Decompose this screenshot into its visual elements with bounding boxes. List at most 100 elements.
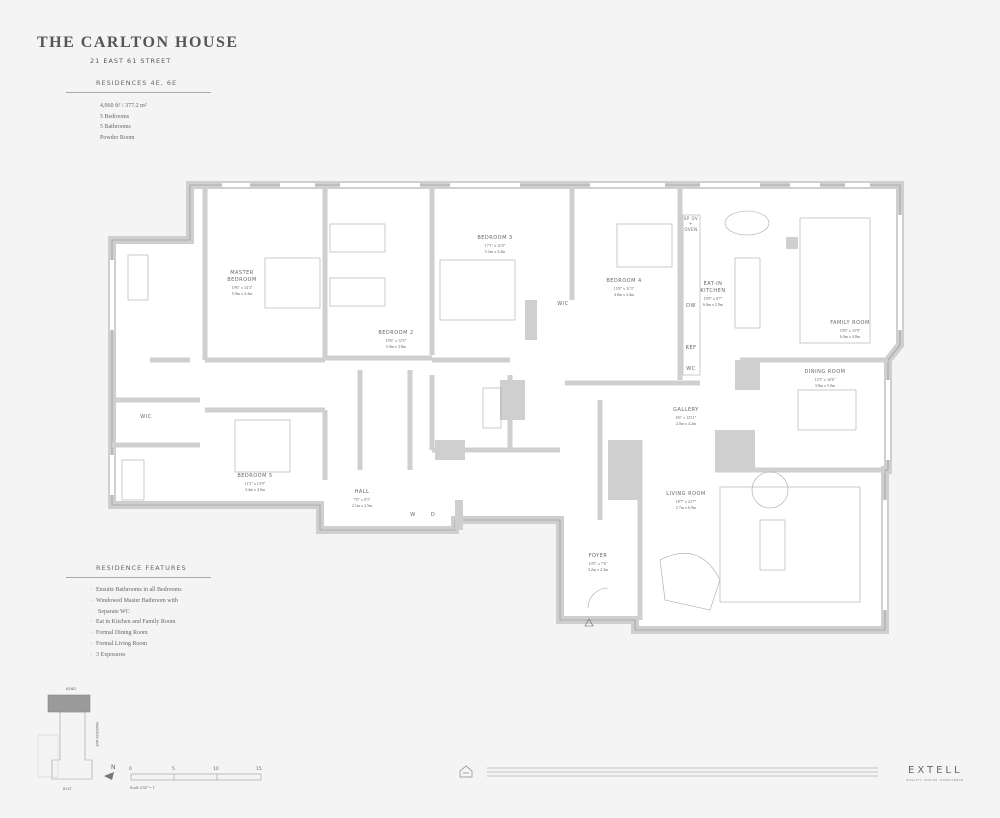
kitchen-dim-metric: 6.0m x 2.9m — [703, 302, 724, 307]
key-plan-highlight — [47, 694, 91, 713]
building-address: 21 EAST 61 STREET — [90, 57, 172, 65]
bedroom-5-dim-metric: 3.4m x 4.0m — [245, 487, 266, 492]
key-plan-avenue: MADISON AVE — [95, 722, 99, 747]
sp-oven-label: SP OV — [684, 216, 699, 221]
north-label: N — [111, 764, 116, 771]
dining-room-dim: 12'5" x 16'6" — [815, 377, 836, 382]
oven-plus: + — [689, 221, 693, 226]
scale-bar: 0 5 10 15 Scale 3/32" = 1' — [129, 766, 262, 790]
extell-tagline: QUALITY. CHOICE. EXCELLENCE — [906, 778, 964, 782]
kitchen-island — [734, 257, 761, 329]
feature-item: ·Formal Dining Room — [90, 630, 148, 637]
bathtub-2 — [121, 459, 145, 501]
family-room-dim-metric: 6.0m x 4.8m — [840, 334, 861, 339]
bathtub-3 — [482, 387, 502, 429]
windows — [110, 183, 902, 610]
unit-stats: 4,060 ft² / 377.2 m² 5 Bedrooms 5 Bathro… — [100, 101, 147, 143]
room-labels: MASTER BEDROOM 19'6" x 14'4" 5.9m x 4.4m… — [140, 216, 869, 572]
kitchen-dim: 19'9" x 9'7" — [704, 296, 723, 301]
feature-item: ·Formal Living Room — [90, 640, 147, 647]
bedroom-3-dim-metric: 5.2m x 3.4m — [485, 249, 506, 254]
foyer-dim: 10'5" x 7'6" — [589, 561, 608, 566]
gallery-dim: 6'6" x 13'11" — [676, 415, 697, 420]
scale-tick: 5 — [172, 766, 175, 772]
wall-blocks — [435, 237, 798, 530]
bedroom-3-name: BEDROOM 3 — [477, 235, 512, 241]
bedroom-4-name: BEDROOM 4 — [606, 278, 641, 284]
refrigerator-label: REF — [685, 345, 696, 351]
bedroom-2-name: BEDROOM 2 — [378, 330, 413, 336]
equal-housing-icon — [459, 765, 473, 778]
divider — [66, 577, 211, 578]
scale-tick: 15 — [256, 766, 262, 772]
bathtub — [127, 254, 149, 301]
bed-2a — [329, 223, 386, 253]
dryer-label: D — [431, 512, 435, 518]
dining-room-dim-metric: 3.8m x 5.0m — [815, 383, 836, 388]
bedroom-2-dim-metric: 5.9m x 3.8m — [386, 344, 407, 349]
powder-room-stat: Powder Room — [100, 134, 135, 141]
hall-dim-metric: 2.1m x 2.5m — [352, 503, 373, 508]
living-room-dim-metric: 5.7m x 6.9m — [676, 505, 697, 510]
kitchen-counter — [682, 214, 701, 376]
living-round-table — [751, 471, 789, 509]
scale-tick: 0 — [129, 766, 132, 772]
feature-item-continuation: Separate WC — [98, 608, 130, 615]
key-plan-outline — [51, 711, 93, 780]
bedroom-4-dim: 15'8" x 11'3" — [614, 286, 635, 291]
bed-4 — [616, 223, 673, 268]
living-sofa — [759, 519, 786, 571]
bed-2b — [329, 277, 386, 307]
dining-room-name: DINING ROOM — [805, 369, 846, 375]
bathrooms-stat: 5 Bathrooms — [100, 124, 131, 130]
dining-table — [797, 389, 857, 431]
family-room-name: FAMILY ROOM — [830, 320, 870, 326]
scale-label: Scale 3/32" = 1' — [130, 785, 156, 790]
wic-label: WIC — [140, 414, 151, 420]
bed-5 — [234, 419, 291, 473]
wc-label: WC — [686, 366, 695, 372]
dishwasher-label: DW — [686, 303, 696, 309]
kitchen-name: EAT-IN — [704, 281, 723, 287]
oven-label: OVEN — [684, 227, 697, 232]
furniture — [121, 210, 871, 611]
bedrooms-stat: 5 Bedrooms — [100, 113, 130, 120]
family-room-dim: 19'9" x 15'9" — [840, 328, 861, 333]
living-room-dim: 18'7" x 22'7" — [676, 499, 697, 504]
gallery-dim-metric: 2.0m x 4.2m — [676, 421, 697, 426]
features-heading: RESIDENCE FEATURES — [96, 564, 187, 572]
bedroom-3-dim: 17'1" x 11'0" — [485, 243, 506, 248]
washer-label: W — [410, 512, 415, 518]
grand-piano — [659, 553, 721, 611]
key-plan-top-street: 62ND — [66, 687, 76, 691]
family-rug — [799, 217, 871, 344]
divider — [66, 92, 211, 93]
foyer-name: FOYER — [589, 553, 608, 559]
interior-walls — [112, 188, 888, 620]
bedroom-4-dim-metric: 4.8m x 3.4m — [614, 292, 635, 297]
master-dim: 19'6" x 14'4" — [232, 285, 253, 290]
entry-door-swing — [587, 587, 609, 609]
feature-item: ·Windowed Master Bathroom with — [90, 597, 178, 604]
feature-item: ·Ensuite Bathrooms in all Bedrooms — [90, 587, 182, 593]
key-plan-bottom-street: 61ST — [63, 787, 73, 791]
extell-logo: EXTELL — [908, 765, 963, 776]
hall-dim: 7'0" x 8'3" — [354, 497, 371, 502]
north-arrow-icon — [104, 772, 114, 780]
building-title: THE CARLTON HOUSE — [37, 34, 239, 51]
master-name: BEDROOM — [227, 277, 257, 283]
key-plan: 62ND 61ST MADISON AVE N — [37, 687, 116, 791]
bedroom-2-dim: 19'6" x 12'5" — [386, 338, 407, 343]
living-room-name: LIVING ROOM — [666, 491, 706, 497]
master-name: MASTER — [230, 270, 254, 276]
gallery-name: GALLERY — [673, 407, 699, 413]
master-dim-metric: 5.9m x 4.4m — [232, 291, 253, 296]
area-stat: 4,060 ft² / 377.2 m² — [100, 103, 147, 109]
bedroom-5-dim: 11'2" x 13'9" — [245, 481, 266, 486]
foyer-dim-metric: 3.2m x 2.3m — [588, 567, 609, 572]
wic-label: WIC — [557, 301, 568, 307]
master-bed — [264, 257, 321, 309]
residences-label: RESIDENCES 4E, 6E — [96, 79, 178, 87]
entry-marker-icon — [584, 618, 594, 627]
